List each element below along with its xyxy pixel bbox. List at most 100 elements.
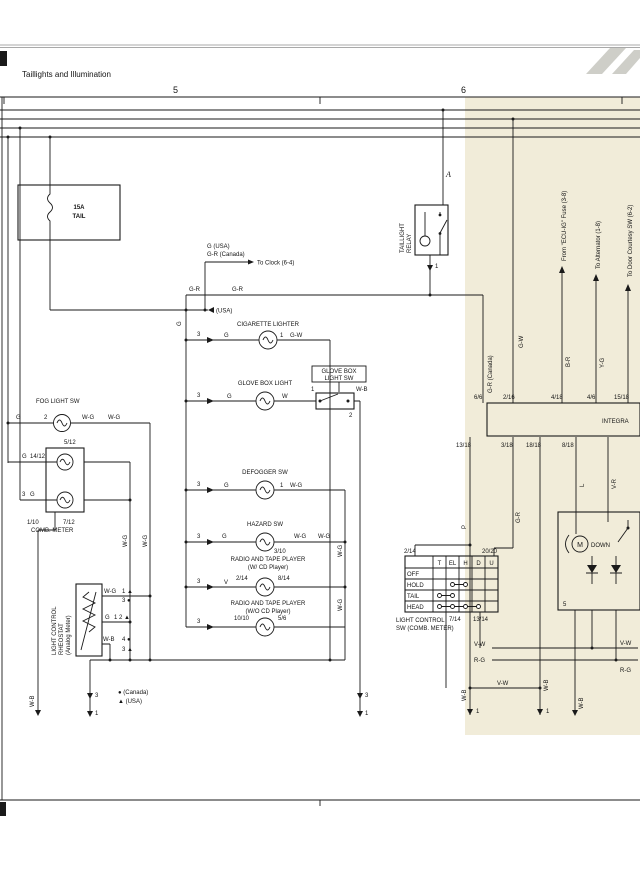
- connector-arrow: [559, 266, 565, 273]
- pin-label: 20/20: [482, 549, 498, 555]
- wire-label: W-B: [356, 387, 368, 393]
- table-header: T: [438, 561, 442, 567]
- direction-label: DOWN: [591, 543, 610, 549]
- relay-box: [414, 204, 449, 256]
- lamp-symbol: [258, 330, 278, 350]
- pin-label: 10/10: [234, 616, 250, 622]
- row-connector-arrows: [207, 337, 214, 630]
- lamp-symbol: [255, 391, 275, 411]
- pin-label: 1: [280, 333, 284, 339]
- wire-label: G-R: [189, 287, 201, 293]
- wire-label: W-G: [143, 534, 149, 547]
- wire-label: R-G: [620, 668, 631, 674]
- wire-label: V-R: [612, 478, 618, 489]
- wire-label: V-W: [474, 642, 486, 648]
- light-control-sw-table: T EL H D U OFF HOLD TAIL HEAD 2/14 20/20…: [396, 545, 499, 688]
- component-label: HAZARD SW: [247, 522, 283, 528]
- ref-label: To Clock (6-4): [257, 261, 294, 267]
- pin-label: 2: [44, 415, 48, 421]
- pin-label: 13/14: [473, 617, 489, 623]
- pin-label: 5/6: [278, 616, 287, 622]
- ref-label: To Door Courtesy SW (6-2): [628, 205, 634, 277]
- wire-label: G-R (Canada): [488, 355, 494, 393]
- motor-circuit: M DOWN 5 W-B: [557, 511, 640, 716]
- wire-label: W-G: [318, 534, 331, 540]
- component-label: LIGHT CONTROLRHEOSTAT(Analog Meter): [52, 606, 72, 655]
- connector-arrow: [572, 710, 578, 716]
- component-label: (W/O CD Player): [246, 609, 291, 615]
- connector-arrow: [467, 709, 473, 715]
- pin-label: 4/18: [551, 395, 563, 401]
- wire-label: G: [224, 483, 229, 489]
- component-label: LIGHT CONTROL: [396, 618, 445, 624]
- table-row-label: HOLD: [407, 583, 424, 589]
- grid-number: 6: [461, 85, 466, 95]
- radio-tape-player-cd: RADIO AND TAPE PLAYER (W/ CD Player) 3 V…: [197, 557, 306, 597]
- pin-label: 8/14: [278, 576, 290, 582]
- integration-relay-box: [486, 402, 640, 437]
- binder-tab-bottom: [0, 802, 6, 816]
- connector-arrow: [248, 259, 254, 265]
- component-label: LIGHT SW: [325, 376, 354, 382]
- motor-label: M: [577, 542, 583, 549]
- integration-feed-wires: G-R (Canada) G-W B-R Y-G From "ECU-IG" F…: [474, 119, 634, 403]
- pin-label: 2: [349, 413, 353, 419]
- wire-label: G: [105, 615, 110, 621]
- ref-label: To Alternator (1-8): [596, 221, 602, 269]
- rheostat-box: [75, 583, 103, 657]
- ref-label: G-R (Canada): [207, 252, 245, 258]
- wire-label: G-R: [232, 287, 244, 293]
- taillight-relay: TAILLIGHTRELAY A 1: [400, 110, 451, 295]
- pin-label: 1: [95, 711, 99, 717]
- wire-label: W-G: [104, 589, 117, 595]
- wire-label: G: [177, 321, 183, 326]
- highlight-region: [465, 97, 640, 735]
- pin-label: 5/12: [64, 440, 76, 446]
- pin-label: 4/6: [587, 395, 596, 401]
- component-label: INTEGRA: [602, 419, 629, 425]
- hazard-sw: HAZARD SW 3 G 3/10 W-G W-G: [197, 522, 331, 555]
- lamp-symbol: [56, 491, 74, 509]
- table-frame: [404, 555, 499, 613]
- pin-label: 3: [365, 693, 369, 699]
- wire-label: V-W: [497, 681, 509, 687]
- component-label: GLOVE BOX LIGHT: [238, 381, 293, 387]
- wire-label: W: [282, 394, 288, 400]
- pin-label: 3: [95, 693, 99, 699]
- table-header: H: [463, 561, 467, 567]
- connector-arrow: [625, 284, 631, 291]
- motor-circuit-box: [557, 511, 640, 611]
- pin-label: 1: [365, 711, 369, 717]
- wire-label: P: [462, 525, 468, 529]
- fuse-box: [17, 184, 121, 241]
- pin-label: 4 ●: [122, 637, 131, 643]
- lamp-symbol: [255, 532, 275, 552]
- pin-label: 3: [197, 619, 201, 625]
- wire-label: W-G: [123, 534, 129, 547]
- pin-label: 1 ▲: [122, 589, 133, 595]
- wire-label: Y-G: [600, 358, 606, 368]
- section-marker: A: [445, 170, 451, 179]
- page-chrome: Taillights and Illumination 5 6: [0, 44, 640, 816]
- glove-box-light: GLOVE BOX LIGHT GLOVE BOX LIGHT SW G 3 W…: [197, 365, 368, 419]
- wire-label: W-G: [338, 544, 344, 557]
- pin-label: 1 2 ▲: [114, 615, 130, 621]
- pin-label: 7/14: [449, 617, 461, 623]
- pin-label: 3 ●: [122, 598, 131, 604]
- lamp-symbol: [255, 617, 275, 637]
- pin-label: 1: [546, 709, 550, 715]
- connector-arrow: [208, 307, 214, 313]
- wire-label: V-W: [620, 641, 632, 647]
- lamp-symbol: [255, 480, 275, 500]
- pin-label: 2/16: [503, 395, 515, 401]
- wire-label: W-B: [30, 695, 36, 707]
- connector-arrow: [537, 709, 543, 715]
- pin-label: 2/14: [404, 549, 416, 555]
- component-label: CIGARETTE LIGHTER: [237, 322, 300, 328]
- wire-label: B-R: [566, 356, 572, 367]
- wire-label: G: [22, 454, 27, 460]
- binder-tab-top: [0, 51, 7, 66]
- wire-label: G-W: [519, 335, 525, 348]
